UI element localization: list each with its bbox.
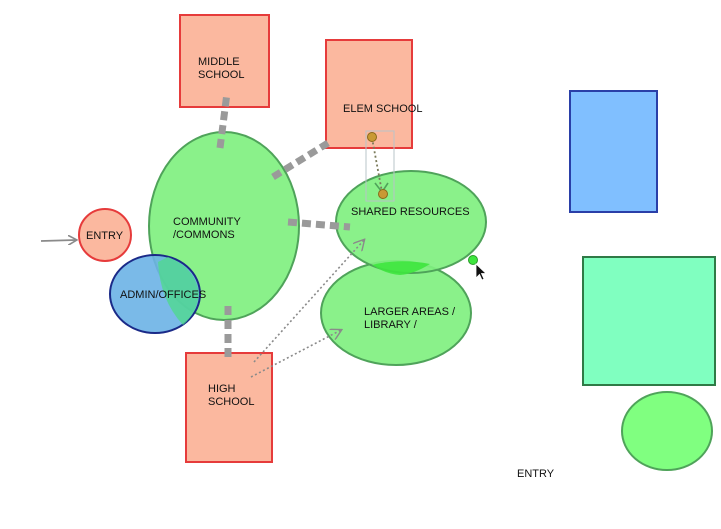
community-label: COMMUNITY /COMMONS — [173, 216, 241, 241]
connector-community-shared — [287, 218, 351, 231]
middle-school-block[interactable] — [179, 14, 270, 108]
dotted-arrow-high-larger — [250, 330, 341, 378]
entry-right-label: ENTRY — [517, 468, 555, 480]
connector-handle-end[interactable] — [378, 189, 388, 199]
entry-arrow — [40, 240, 76, 241]
elem-school-block[interactable] — [325, 39, 413, 149]
mouse-cursor-icon — [475, 263, 488, 281]
selection-box — [365, 130, 395, 202]
green-circle-right[interactable] — [621, 391, 713, 471]
shared-resources-label: SHARED RESOURCES — [351, 206, 470, 218]
connector-community-elem — [271, 140, 330, 180]
larger-areas-label: LARGER AREAS / LIBRARY / — [364, 306, 456, 331]
middle-school-label: MIDDLE SCHOOL — [198, 56, 245, 81]
entry-left-label: ENTRY — [86, 230, 124, 242]
teal-block[interactable] — [582, 256, 716, 386]
connector-handle-start[interactable] — [367, 132, 377, 142]
elem-school-label: ELEM SCHOOL — [343, 103, 423, 115]
resize-handle[interactable] — [468, 255, 478, 265]
dotted-arrow-high-shared — [253, 240, 364, 363]
high-school-block[interactable] — [185, 352, 273, 463]
blue-block[interactable] — [569, 90, 658, 213]
shared-resources-ellipse[interactable] — [335, 170, 487, 274]
admin-offices-label: ADMIN/OFFICES — [120, 289, 207, 301]
connector-community-middle — [216, 92, 231, 149]
high-school-label: HIGH SCHOOL — [208, 383, 255, 408]
entry-circle-left[interactable] — [78, 208, 132, 262]
admin-overlap — [158, 257, 199, 325]
overlap-highlight — [372, 261, 430, 275]
selected-dotted-connector[interactable] — [371, 137, 383, 193]
